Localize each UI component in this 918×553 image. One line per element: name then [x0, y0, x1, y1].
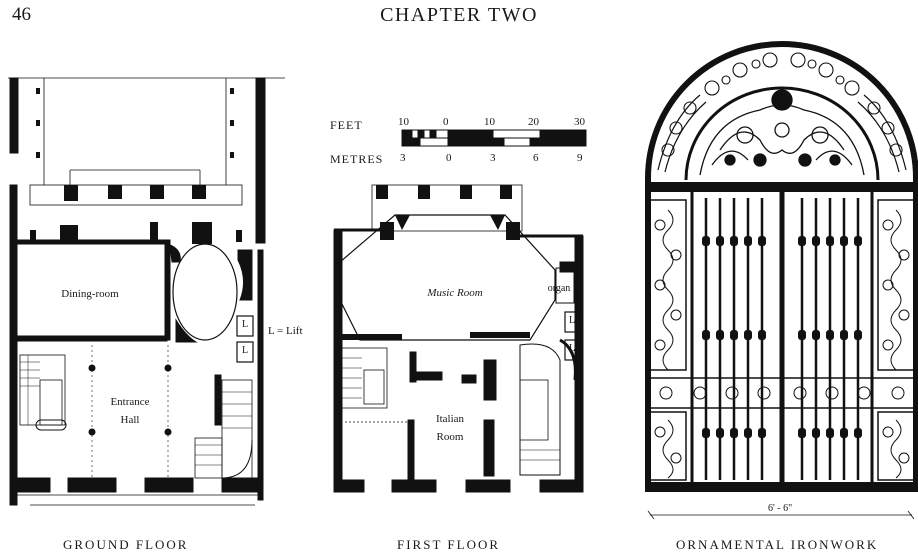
lift-mark: L	[568, 315, 576, 326]
ironwork-gate	[645, 41, 918, 520]
scale-bar	[401, 129, 587, 147]
lift-mark: L	[241, 319, 249, 330]
metre-tick: 3	[400, 152, 406, 164]
lift-mark: L	[568, 343, 576, 354]
lift-legend: L = Lift	[268, 325, 303, 337]
feet-tick: 20	[528, 116, 539, 128]
room-label-music: Music Room	[427, 287, 483, 299]
gate-dimension: 6' - 6"	[768, 503, 793, 514]
feet-tick: 10	[398, 116, 409, 128]
first-floor-plan	[333, 184, 584, 493]
feet-tick: 10	[484, 116, 495, 128]
feet-tick: 0	[443, 116, 449, 128]
room-label-entrance: Entrance	[110, 396, 150, 408]
metre-tick: 9	[577, 152, 583, 164]
chapter-title: CHAPTER TWO	[380, 4, 538, 26]
scale-metres-label: METRES	[330, 152, 384, 166]
ironwork-caption: ORNAMENTAL IRONWORK	[676, 537, 879, 552]
metre-tick: 0	[446, 152, 452, 164]
first-floor-caption: FIRST FLOOR	[397, 537, 501, 552]
room-label-italian: Italian	[435, 413, 465, 425]
metre-tick: 6	[533, 152, 539, 164]
room-label-dining: Dining-room	[61, 288, 119, 300]
page-number: 46	[12, 4, 31, 25]
ground-floor-plan	[8, 77, 285, 506]
scale-feet-label: FEET	[330, 118, 363, 132]
room-label-hall: Hall	[120, 414, 140, 426]
room-label-room: Room	[436, 431, 464, 443]
metre-tick: 3	[490, 152, 496, 164]
lift-mark: L	[241, 345, 249, 356]
feet-tick: 30	[574, 116, 585, 128]
ground-floor-caption: GROUND FLOOR	[63, 537, 189, 552]
room-label-organ: organ	[547, 283, 571, 294]
